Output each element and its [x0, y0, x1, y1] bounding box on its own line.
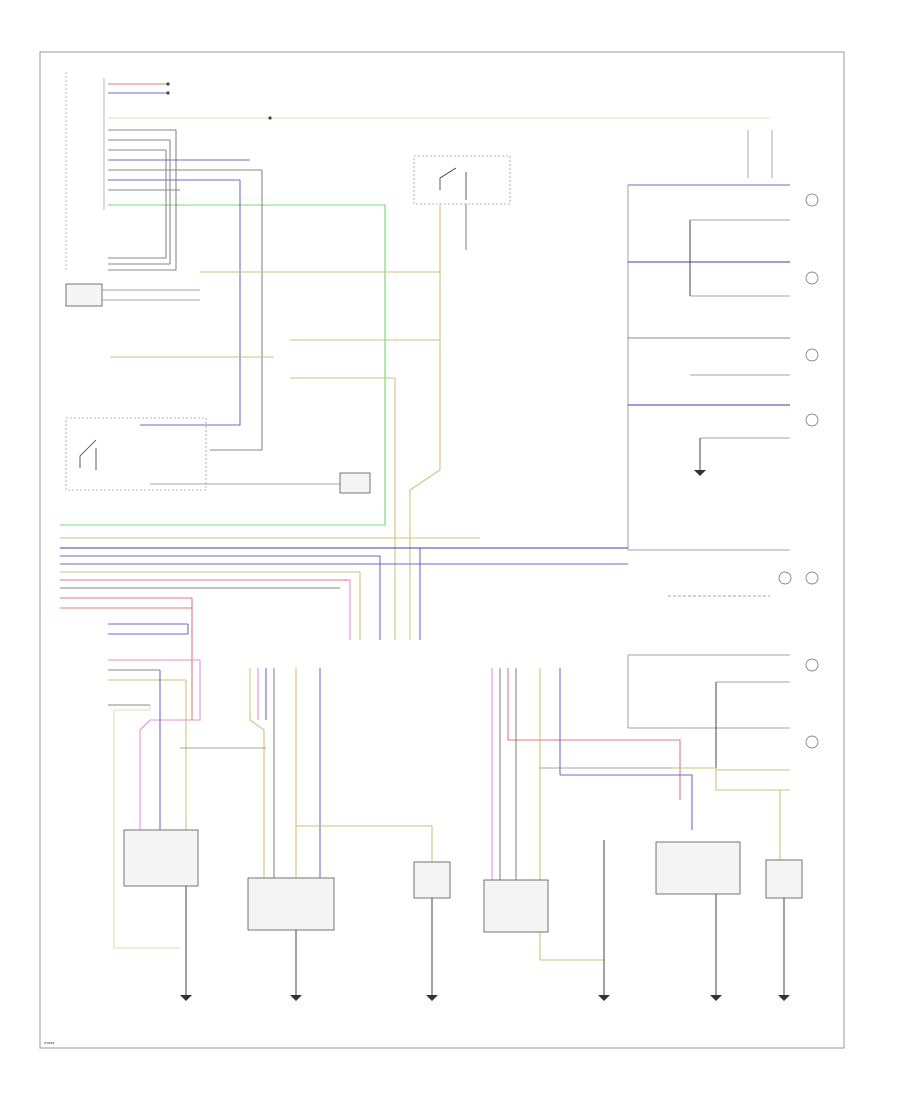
- ground-icon: [180, 995, 192, 1001]
- left-rear-lamp: [339, 472, 371, 494]
- lamp-icon: [805, 658, 819, 672]
- license-lamp-module: [765, 859, 803, 899]
- right-rear-combination-lamp-2: [655, 841, 741, 895]
- left-connector-block: [60, 72, 770, 526]
- lamp-icon: [805, 193, 819, 207]
- lamp-icon: [805, 348, 819, 362]
- page-code: IT4596: [44, 1041, 55, 1045]
- ground-icon: [598, 995, 610, 1001]
- right-rear-combination-lamp: [247, 877, 335, 931]
- switch-icon: [439, 167, 467, 200]
- ground-icon: [778, 995, 790, 1001]
- lamp-icon: [778, 571, 792, 585]
- lamp-icon: [805, 735, 819, 749]
- door-switch-box: [413, 155, 511, 205]
- ground-icon: [290, 995, 302, 1001]
- lamp-icon: [805, 271, 819, 285]
- connector-icon: [166, 91, 170, 95]
- ground-icon: [694, 470, 706, 476]
- lamp-icon: [805, 413, 819, 427]
- diagram-frame: [39, 51, 845, 1049]
- lamp-icon: [805, 571, 819, 585]
- ground-icon: [426, 995, 438, 1001]
- left-switch-box: [65, 417, 207, 491]
- left-rear-combination-lamp: [123, 829, 199, 887]
- right-trunk-lamp-module: [483, 879, 549, 933]
- high-mount-stop-lamp: [413, 861, 451, 899]
- ground-icon: [710, 995, 722, 1001]
- left-module: [65, 283, 103, 307]
- switch-icon: [79, 439, 97, 470]
- connector-icon: [166, 82, 170, 86]
